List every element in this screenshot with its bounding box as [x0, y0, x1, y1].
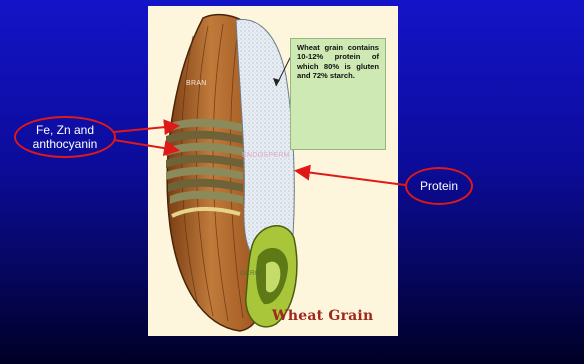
protein-note: Wheat grain contains 10-12% protein of w…: [290, 38, 386, 150]
endosperm: [236, 19, 294, 262]
wheat-grain-figure: BRAN ENDOSPERM GERM Wheat grain contains…: [148, 6, 398, 336]
minerals-callout: Fe, Zn and anthocyanin: [14, 116, 116, 158]
germ-label: GERM: [240, 270, 261, 277]
endosperm-label: ENDOSPERM: [242, 152, 290, 159]
figure-caption: Wheat Grain: [272, 308, 373, 324]
bran-label: BRAN: [186, 80, 207, 87]
protein-callout: Protein: [405, 167, 473, 205]
